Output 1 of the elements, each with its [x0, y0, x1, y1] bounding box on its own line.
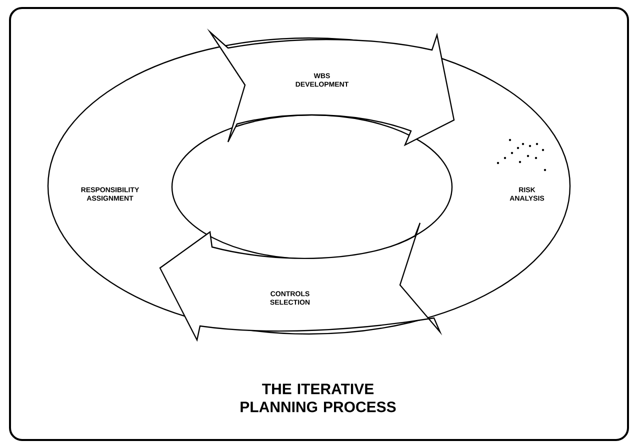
title: THE ITERATIVE PLANNING PROCESS — [240, 384, 396, 412]
